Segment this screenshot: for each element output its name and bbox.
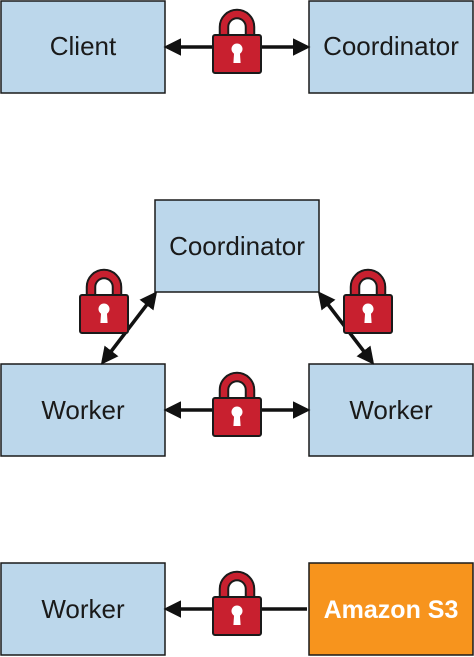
coordinator-node: Coordinator bbox=[154, 199, 320, 293]
diagram-coordinator-workers: Coordinator Worker Worker bbox=[0, 199, 474, 457]
client-label: Client bbox=[50, 31, 117, 61]
padlock-icon bbox=[213, 576, 261, 635]
worker-label: Worker bbox=[41, 594, 125, 624]
amazon-s3-label: Amazon S3 bbox=[324, 596, 459, 624]
worker-right-label: Worker bbox=[349, 395, 433, 425]
coordinator-node: Coordinator bbox=[308, 0, 474, 94]
client-node: Client bbox=[0, 0, 166, 94]
padlock-icon bbox=[344, 274, 392, 333]
coordinator-label: Coordinator bbox=[169, 231, 305, 261]
padlock-icon bbox=[213, 377, 261, 436]
padlock-icon bbox=[213, 14, 261, 73]
worker-left-label: Worker bbox=[41, 395, 125, 425]
worker-node: Worker bbox=[0, 562, 166, 656]
worker-right-node: Worker bbox=[308, 363, 474, 457]
coordinator-label: Coordinator bbox=[323, 31, 459, 61]
amazon-s3-node: Amazon S3 bbox=[308, 562, 474, 656]
padlock-icon bbox=[80, 274, 128, 333]
diagram-worker-s3: Worker Amazon S3 bbox=[0, 562, 474, 656]
diagram-client-coordinator: Client Coordinator bbox=[0, 0, 474, 94]
worker-left-node: Worker bbox=[0, 363, 166, 457]
